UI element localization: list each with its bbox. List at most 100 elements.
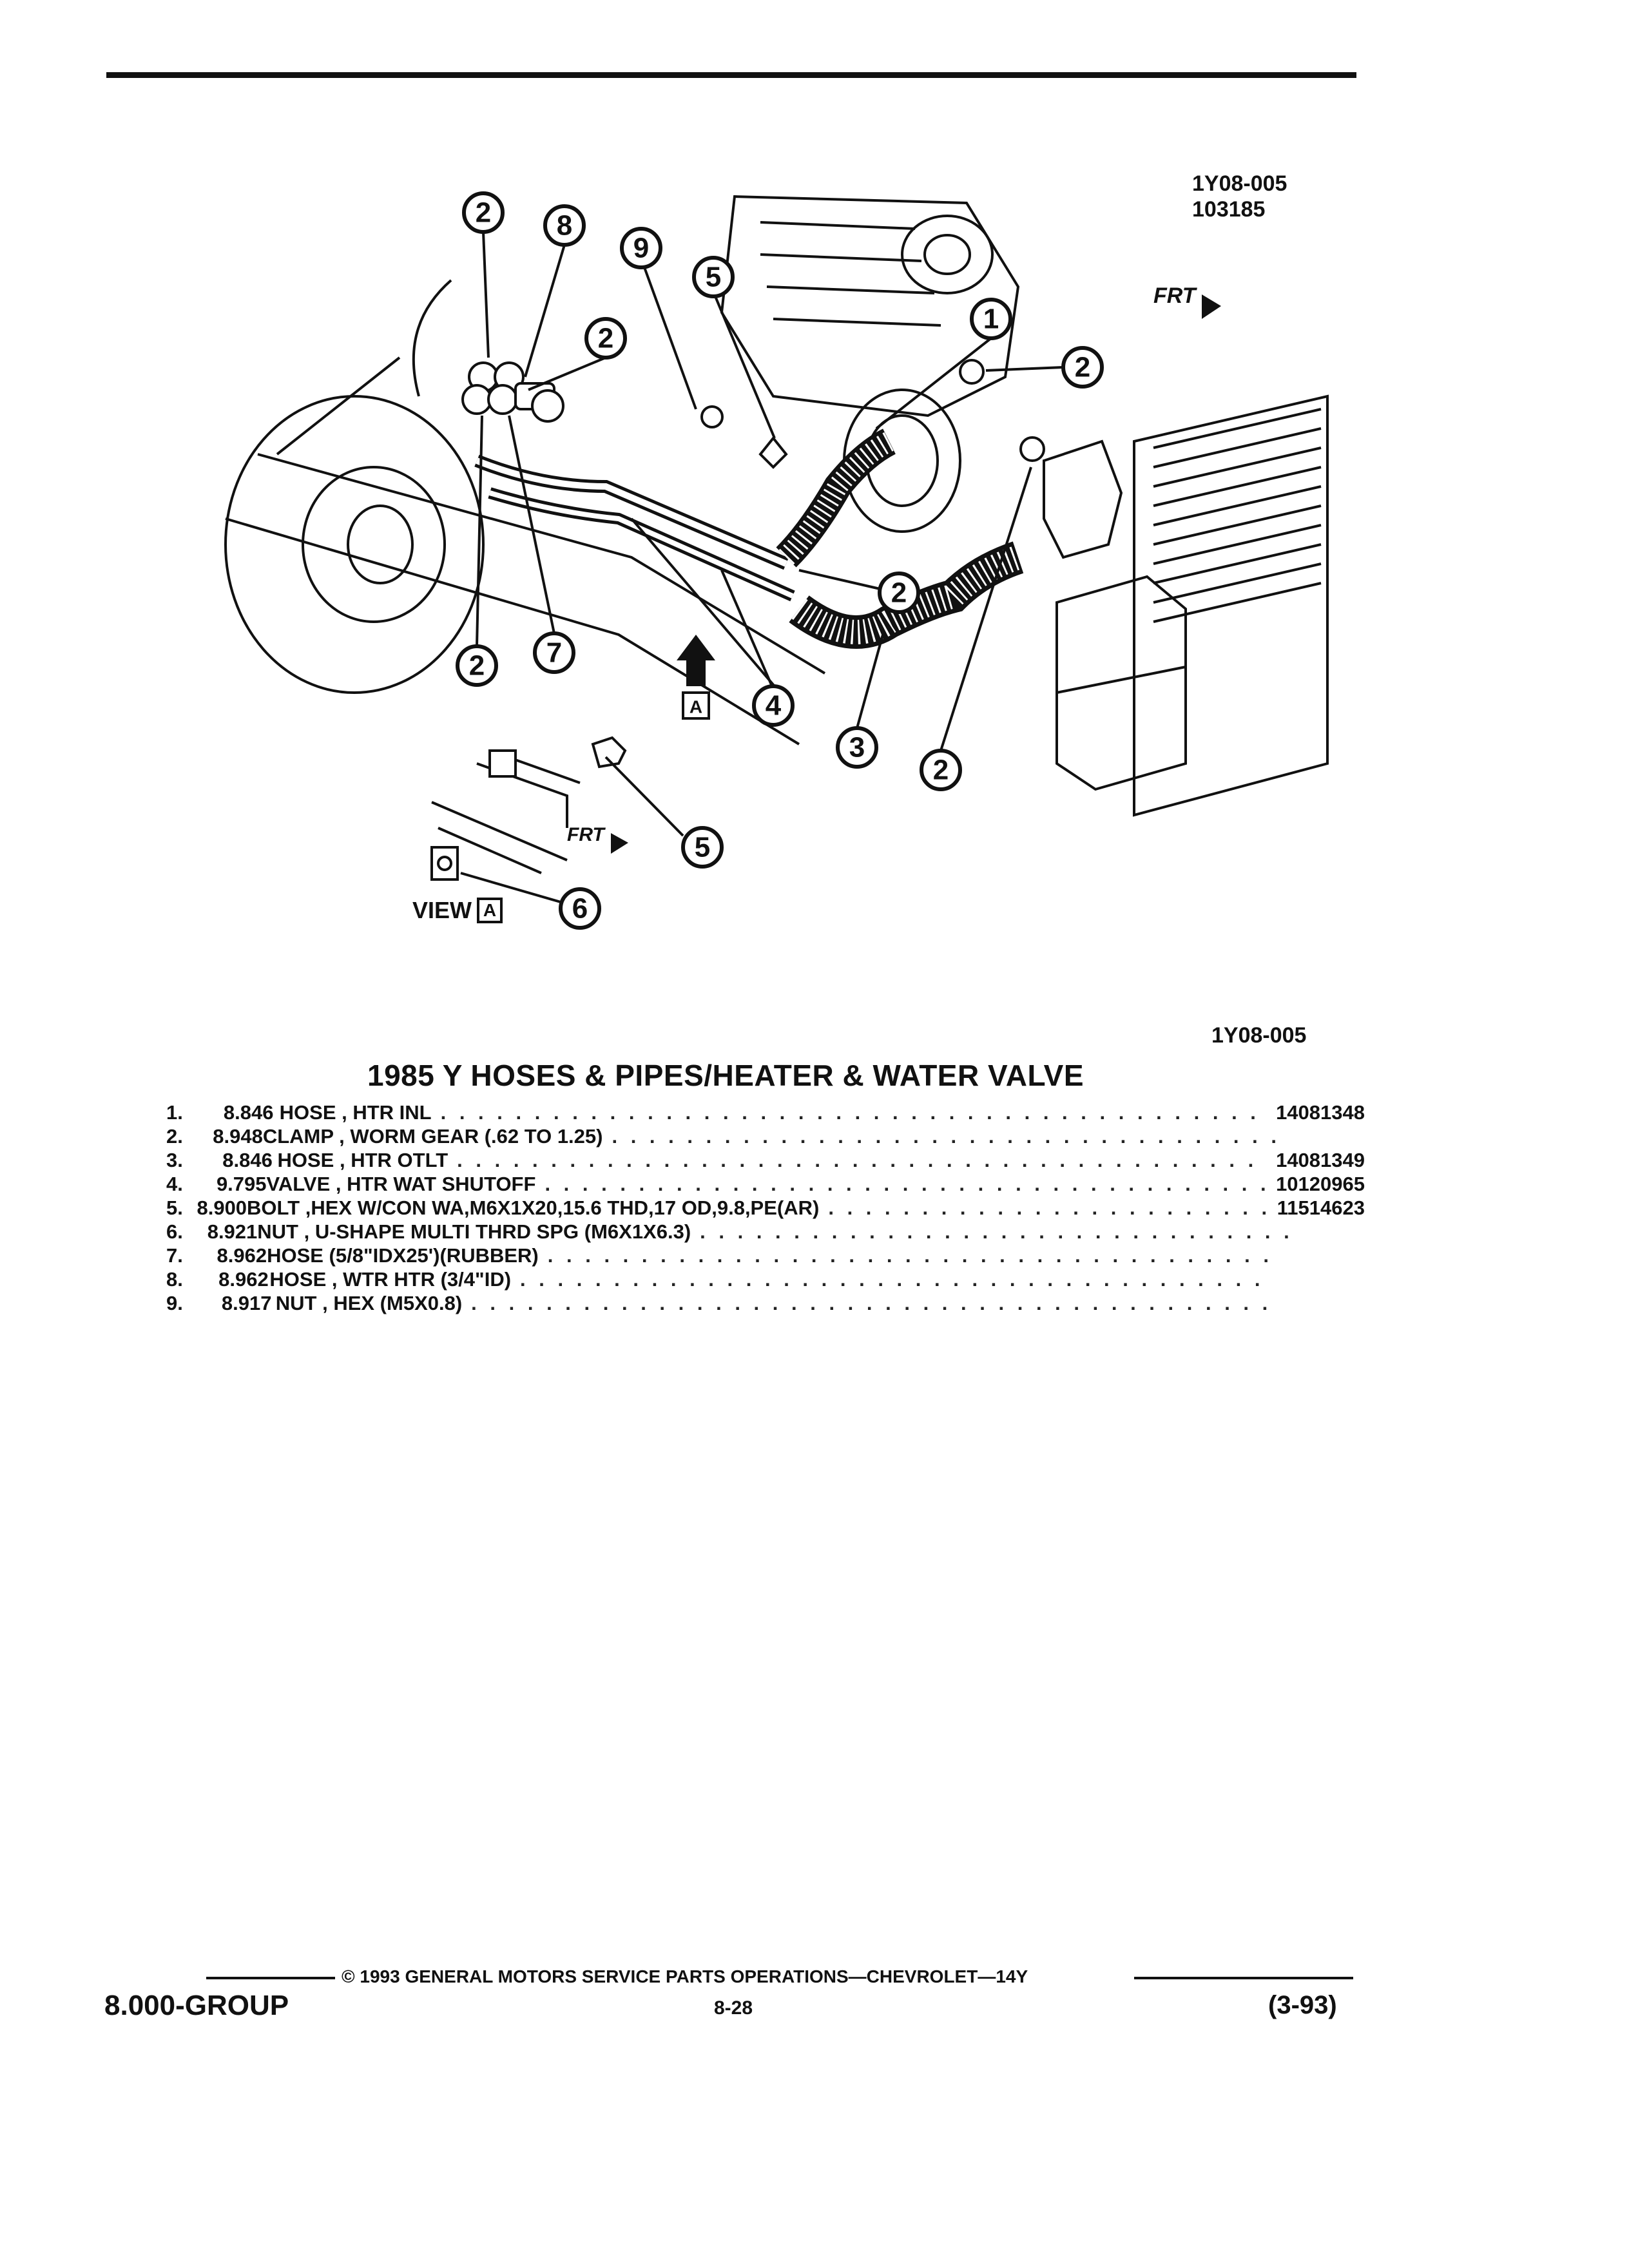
callout-5-a: 5 (692, 256, 735, 298)
svg-text:4: 4 (766, 690, 782, 722)
callout-9: 9 (620, 227, 662, 269)
front-marker-view-a: FRT (567, 824, 628, 854)
part-catalog-number: 14081349 (1276, 1149, 1365, 1171)
callout-6: 6 (559, 887, 601, 930)
dot-leader: . . . . . . . . . . . . . . . . . . . . … (700, 1220, 1290, 1243)
callout-1: 1 (970, 298, 1012, 340)
svg-text:5: 5 (695, 832, 710, 863)
part-description: HOSE , HTR INL (279, 1101, 432, 1124)
part-description: HOSE (5/8"IDX25')(RUBBER) (267, 1244, 539, 1267)
leader-lines (460, 231, 1064, 903)
part-catalog-number: 11514623 (1277, 1196, 1365, 1219)
svg-text:3: 3 (849, 732, 865, 764)
callout-2-a: 2 (462, 191, 505, 234)
part-group: 8.846 (223, 1101, 274, 1124)
svg-text:6: 6 (572, 893, 588, 925)
part-catalog-number: 14081348 (1276, 1101, 1365, 1124)
part-group: 8.962 (217, 1244, 267, 1267)
svg-text:1: 1 (983, 303, 999, 335)
callout-8: 8 (543, 204, 586, 247)
figure-code: 1Y08-005 (1211, 1023, 1307, 1048)
svg-text:A: A (689, 697, 702, 717)
svg-text:7: 7 (546, 637, 562, 669)
part-description: HOSE , WTR HTR (3/4"ID) (269, 1268, 512, 1291)
heater-outlet-hose (789, 541, 1024, 649)
svg-text:2: 2 (476, 197, 491, 229)
svg-text:8: 8 (557, 210, 572, 242)
part-description: NUT , U-SHAPE MULTI THRD SPG (M6X1X6.3) (257, 1220, 691, 1243)
part-number-index: 3. (166, 1149, 183, 1171)
part-description: BOLT ,HEX W/CON WA,M6X1X20,15.6 THD,17 O… (247, 1196, 820, 1219)
exploded-parts-diagram: FRT A FRT (224, 191, 1329, 930)
part-number-index: 6. (166, 1220, 183, 1243)
callout-5-b: 5 (681, 826, 724, 869)
view-label-box: A (477, 898, 503, 923)
callout-2-b: 2 (584, 317, 627, 360)
svg-text:2: 2 (598, 323, 613, 354)
dot-leader: . . . . . . . . . . . . . . . . . . . . … (828, 1196, 1268, 1219)
part-description: HOSE , HTR OTLT (277, 1149, 448, 1171)
svg-text:9: 9 (633, 233, 649, 264)
footer-group: 8.000-GROUP (104, 1990, 289, 2021)
part-group: 8.846 (222, 1149, 273, 1171)
dot-leader: . . . . . . . . . . . . . . . . . . . . … (457, 1149, 1266, 1171)
part-group: 8.962 (218, 1268, 269, 1291)
callout-2-f: 2 (920, 749, 962, 791)
footer-rule-right (1134, 1977, 1353, 1979)
part-number-index: 9. (166, 1292, 183, 1314)
part-number-index: 8. (166, 1268, 183, 1291)
footer-page-number: 8-28 (714, 1997, 753, 2019)
part-description: VALVE , HTR WAT SHUTOFF (266, 1173, 536, 1195)
svg-text:2: 2 (933, 754, 949, 786)
view-a-label: VIEW A (412, 897, 503, 924)
part-group: 8.921 (207, 1220, 258, 1243)
part-number-index: 1. (166, 1101, 183, 1124)
dot-leader: . . . . . . . . . . . . . . . . . . . . … (612, 1125, 1281, 1148)
dot-leader: . . . . . . . . . . . . . . . . . . . . … (520, 1268, 1272, 1291)
part-number-index: 2. (166, 1125, 183, 1148)
svg-text:FRT: FRT (1153, 284, 1198, 308)
svg-text:2: 2 (469, 650, 485, 682)
footer-revision: (3-93) (1268, 1991, 1337, 2019)
part-group: 9.795 (216, 1173, 267, 1195)
figure-id-block: 1Y08-005 103185 (1192, 171, 1287, 222)
footer-copyright: © 1993 GENERAL MOTORS SERVICE PARTS OPER… (342, 1966, 1028, 1986)
dot-leader: . . . . . . . . . . . . . . . . . . . . … (547, 1244, 1275, 1267)
view-label-text: VIEW (412, 897, 472, 923)
dot-leader: . . . . . . . . . . . . . . . . . . . . … (471, 1292, 1267, 1314)
callout-2-c: 2 (1061, 346, 1104, 389)
heater-inlet-hose (776, 428, 896, 568)
part-number-index: 5. (166, 1196, 183, 1219)
figure-date: 103185 (1192, 197, 1266, 222)
callout-3: 3 (836, 726, 878, 769)
callout-4: 4 (752, 684, 795, 727)
svg-text:5: 5 (706, 262, 721, 293)
svg-text:FRT: FRT (567, 824, 606, 845)
top-rule (106, 72, 1356, 78)
front-marker-top: FRT (1153, 284, 1221, 319)
svg-text:2: 2 (891, 577, 907, 609)
heater-pipe-assembly (474, 454, 795, 602)
part-group: 8.917 (221, 1292, 272, 1314)
callout-7: 7 (533, 631, 575, 674)
view-a-detail: FRT (430, 736, 628, 881)
view-a-direction-arrow: A (677, 635, 715, 720)
callout-2-e: 2 (456, 644, 498, 687)
part-description: CLAMP , WORM GEAR (.62 TO 1.25) (262, 1125, 603, 1148)
part-catalog-number: 10120965 (1276, 1173, 1365, 1195)
part-description: NUT , HEX (M5X0.8) (275, 1292, 463, 1314)
dot-leader: . . . . . . . . . . . . . . . . . . . . … (440, 1101, 1264, 1124)
callout-2-d: 2 (878, 572, 920, 614)
dot-leader: . . . . . . . . . . . . . . . . . . . . … (545, 1173, 1267, 1195)
footer-rule-left (206, 1977, 335, 1979)
